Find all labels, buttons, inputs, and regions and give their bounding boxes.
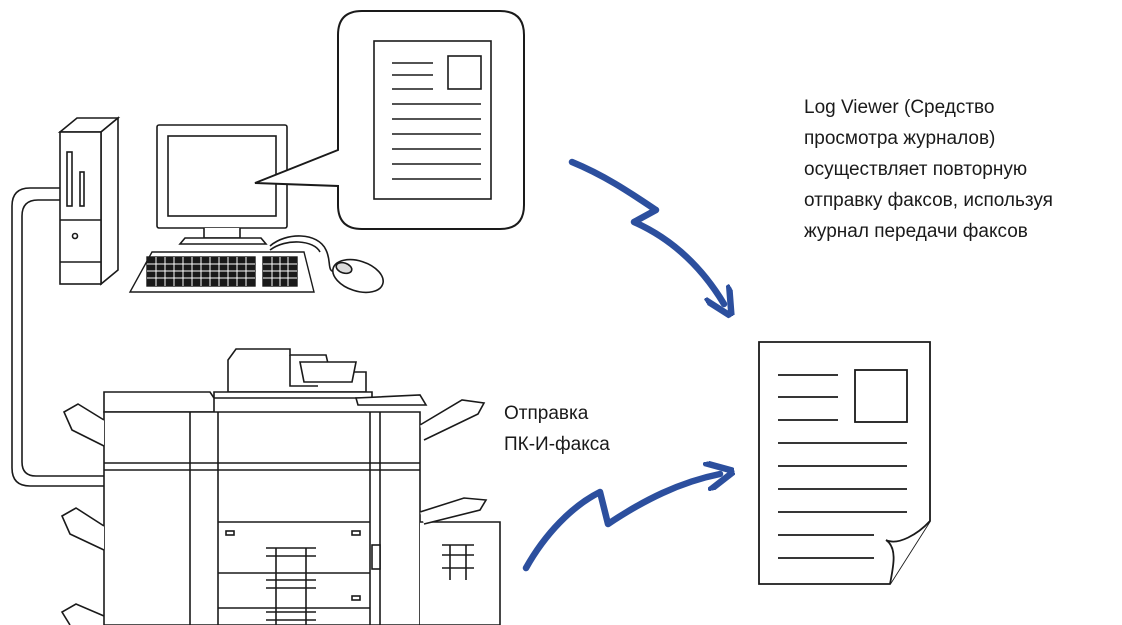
mfp-printer-icon bbox=[60, 348, 501, 625]
monitor-icon bbox=[156, 124, 288, 245]
document-icon bbox=[758, 341, 931, 585]
log-viewer-label-line: просмотра журналов) bbox=[804, 128, 996, 149]
bubble-document-icon bbox=[373, 40, 492, 200]
network-cable bbox=[11, 187, 104, 487]
log-viewer-label-line: Log Viewer (Средство bbox=[804, 97, 995, 118]
pc-ifax-label-line: ПК-И-факса bbox=[504, 434, 610, 455]
log-viewer-arrow bbox=[568, 158, 724, 304]
pc-ifax-label: Отправка ПК-И-факса bbox=[504, 398, 610, 460]
mouse-icon bbox=[269, 235, 384, 294]
pc-ifax-label-line: Отправка bbox=[504, 403, 589, 424]
log-viewer-label: Log Viewer (Средство просмотра журналов)… bbox=[804, 92, 1053, 247]
log-viewer-label-line: отправку факсов, используя bbox=[804, 190, 1053, 211]
computer-tower-icon bbox=[57, 116, 121, 286]
keyboard-icon bbox=[128, 251, 315, 293]
log-viewer-label-line: осуществляет повторную bbox=[804, 159, 1028, 180]
pc-ifax-arrow bbox=[522, 474, 720, 572]
log-viewer-label-line: журнал передачи факсов bbox=[804, 221, 1028, 242]
arrow-icon bbox=[522, 158, 724, 572]
